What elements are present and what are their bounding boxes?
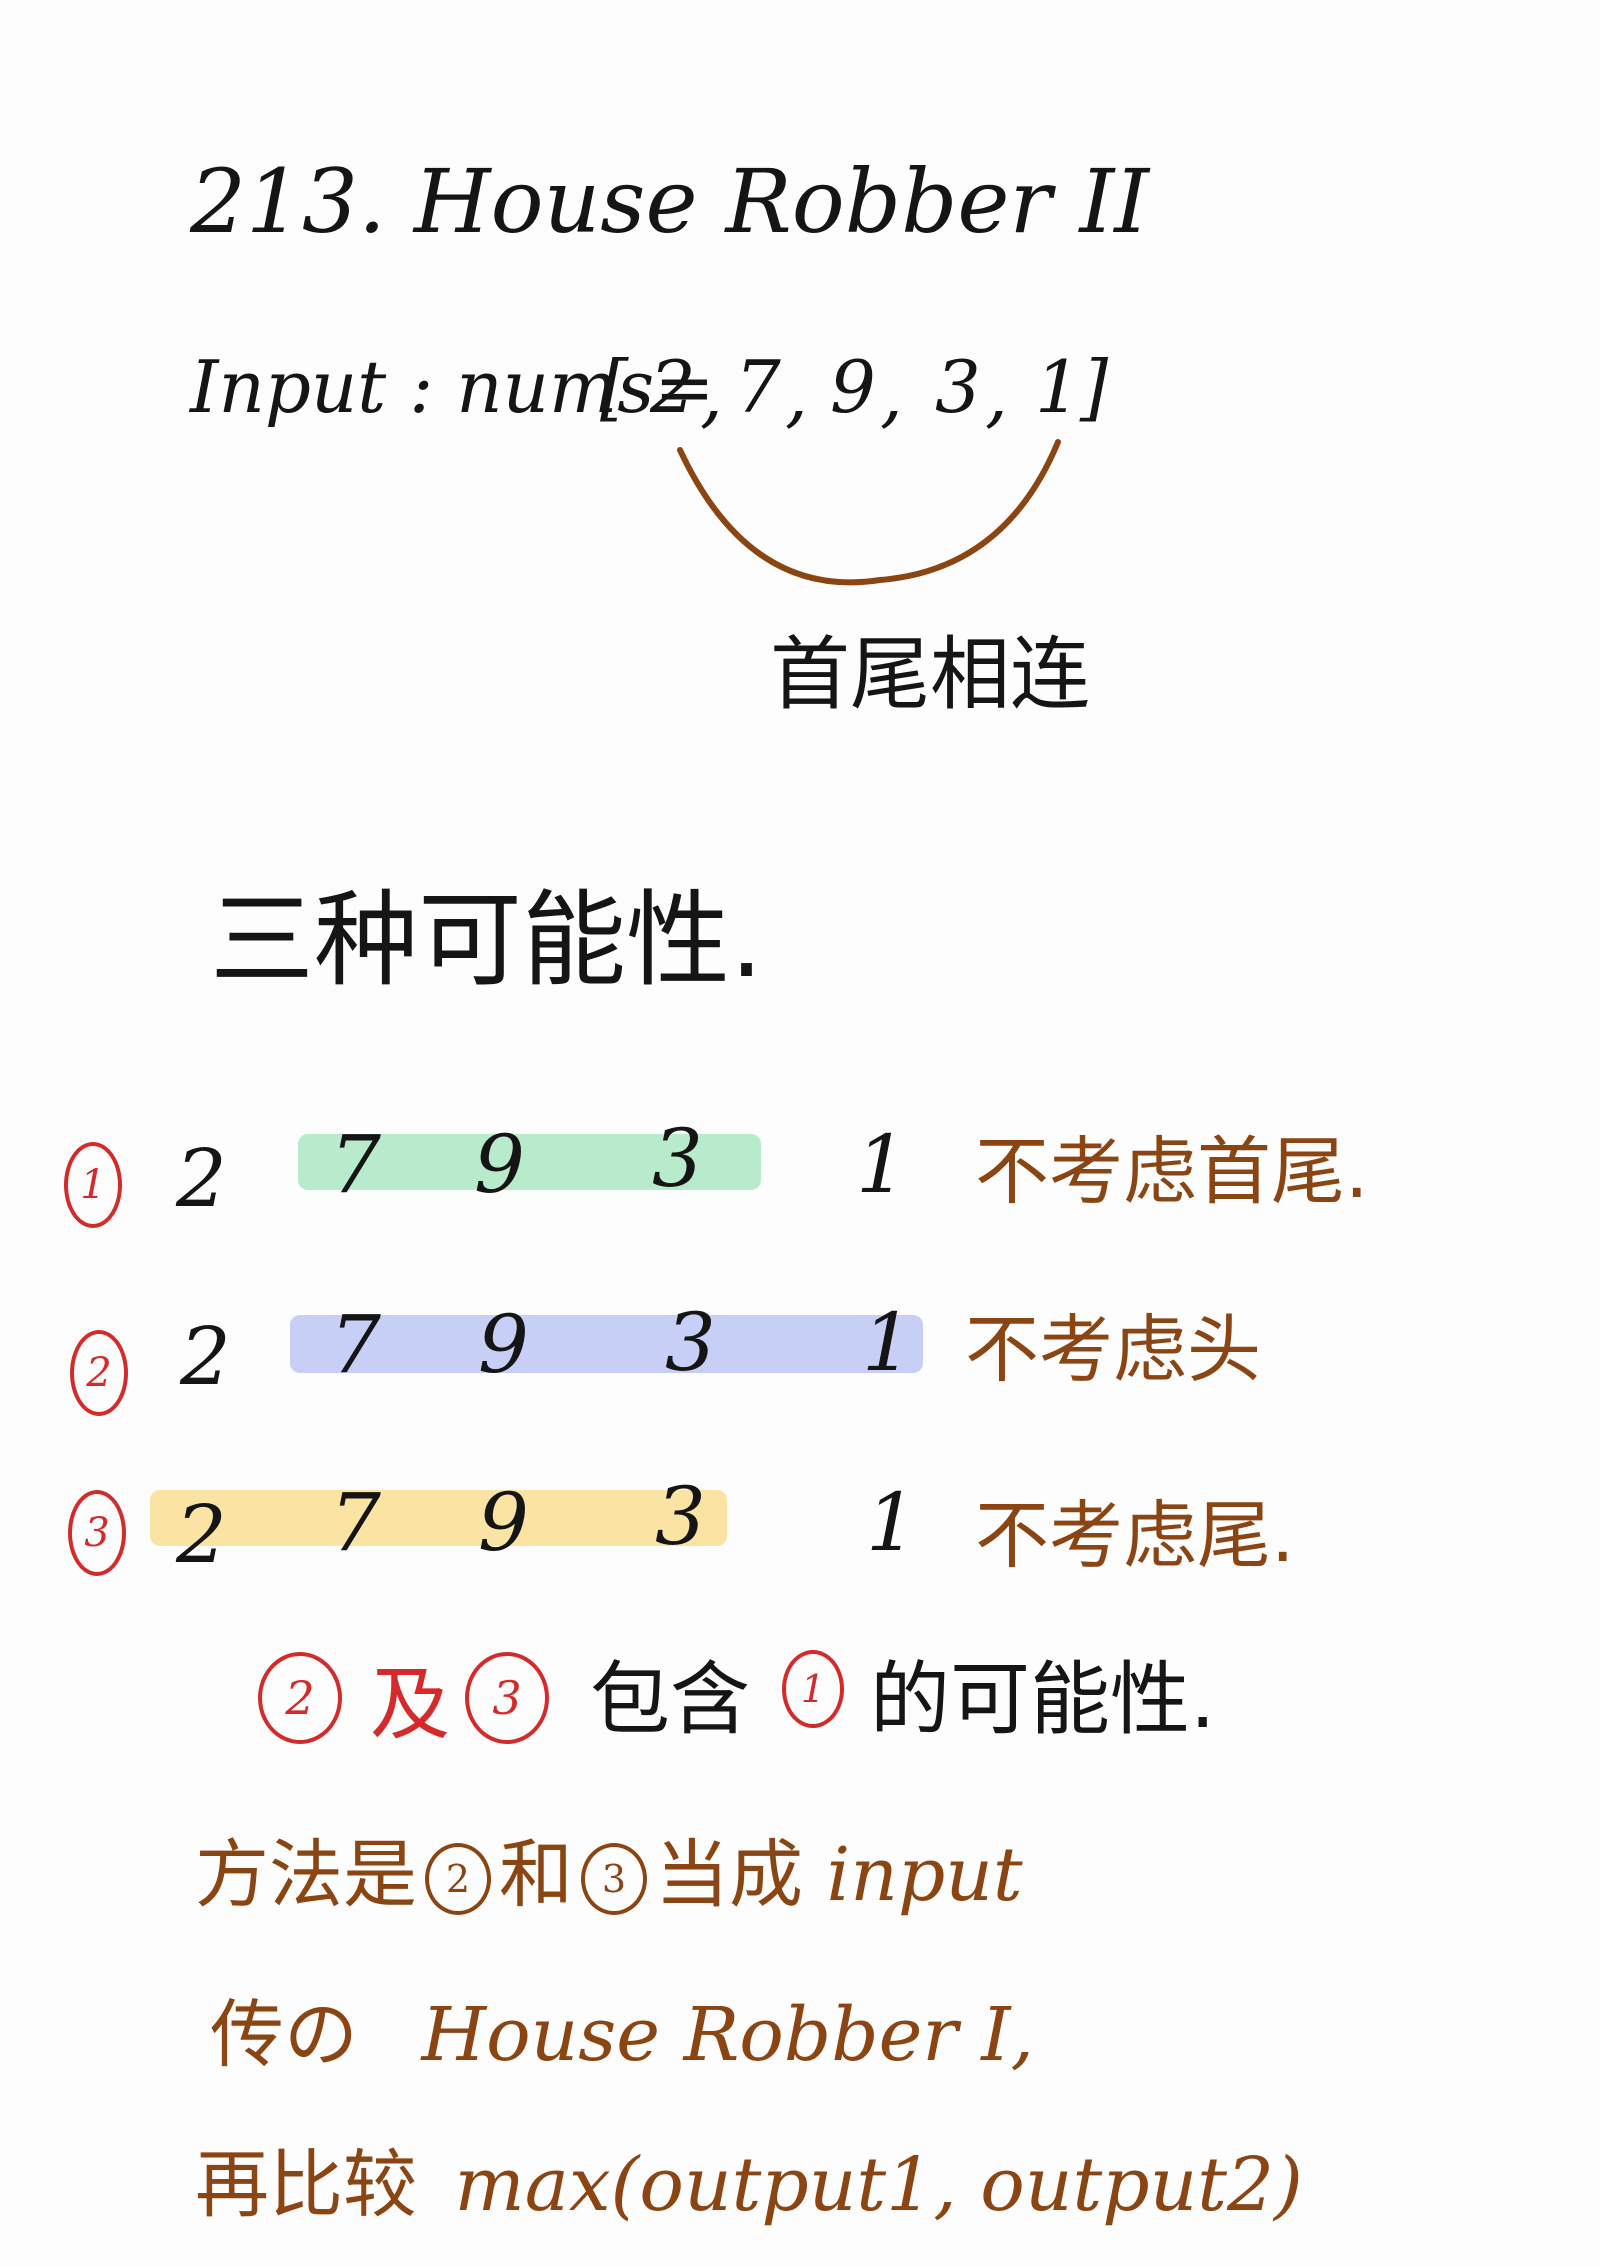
method-circle-2: 2 [425, 1843, 491, 1916]
method-line-2-prefix: 传の [210, 1992, 358, 2078]
circular-connection-arc [677, 439, 1061, 586]
method-line-2: 传の House Robber I, [210, 1975, 1034, 2082]
row-1-digit-1: 2 [176, 1132, 227, 1225]
highlight-band-row-3 [150, 1490, 727, 1546]
row-2-digit-5: 1 [862, 1296, 913, 1389]
conclusion-text-contains: 包含 [590, 1653, 750, 1746]
method-line-3-latin: max(output1, output2) [454, 2142, 1303, 2228]
row-1-digit-4: 3 [652, 1112, 703, 1205]
row-2-digit-3: 9 [478, 1298, 529, 1391]
row-number-3: 3 [68, 1490, 126, 1576]
method-circle-3: 3 [581, 1843, 647, 1916]
row-2-note: 不考虑头 [965, 1307, 1261, 1393]
input-value-2: 7 [735, 345, 781, 429]
conclusion-circle-1: 1 [782, 1650, 844, 1728]
page-title: 213. House Robber II [190, 150, 1150, 253]
row-3-digit-4: 3 [655, 1470, 706, 1563]
conclusion-text-possibility: 的可能性. [870, 1653, 1216, 1746]
input-value-4: 3 [935, 345, 981, 429]
input-value-3: 9 [830, 345, 876, 429]
row-number-2: 2 [70, 1330, 128, 1416]
input-value-1: 2 [650, 345, 696, 429]
method-line-1-prefix: 方法是 [195, 1832, 417, 1918]
row-1-note: 不考虑首尾. [975, 1129, 1369, 1215]
row-3-digit-1: 2 [176, 1488, 227, 1581]
method-line-1-suffix: 当成 [655, 1832, 803, 1918]
row-3-digit-2: 7 [330, 1476, 381, 1569]
method-line-1-and: 和 [499, 1832, 573, 1918]
open-bracket: [ [600, 345, 629, 429]
row-2-digit-4: 3 [665, 1296, 716, 1389]
conclusion-circle-3: 3 [465, 1652, 549, 1744]
row-number-1: 1 [64, 1142, 122, 1228]
comma: , [985, 352, 1008, 436]
row-1-digit-3: 9 [474, 1118, 525, 1211]
conclusion-and: 及 [370, 1658, 450, 1751]
method-line-3: 再比较 max(output1, output2) [195, 2125, 1303, 2232]
comma: , [700, 352, 723, 436]
conclusion-circle-2: 2 [258, 1652, 342, 1744]
method-line-1-latin: input [826, 1832, 1023, 1918]
row-2-digit-1: 2 [180, 1310, 231, 1403]
row-3-digit-3: 9 [478, 1476, 529, 1569]
row-2-digit-2: 7 [330, 1298, 381, 1391]
method-line-2-latin: House Robber I, [421, 1992, 1035, 2078]
method-line-3-prefix: 再比较 [195, 2142, 417, 2228]
comma: , [785, 352, 808, 436]
row-1-digit-5: 1 [856, 1118, 907, 1211]
close-bracket: ] [1080, 345, 1109, 429]
input-value-5: 1 [1035, 345, 1081, 429]
highlight-band-row-2 [290, 1315, 923, 1373]
comma: , [880, 352, 903, 436]
highlight-band-row-1 [298, 1134, 761, 1190]
input-label: Input : nums= [190, 345, 715, 429]
row-1-digit-2: 7 [330, 1118, 381, 1211]
section-heading: 三种可能性. [210, 879, 764, 1001]
arc-note: 首尾相连 [770, 628, 1090, 721]
row-3-note: 不考虑尾. [975, 1493, 1295, 1579]
row-3-digit-5: 1 [866, 1476, 917, 1569]
